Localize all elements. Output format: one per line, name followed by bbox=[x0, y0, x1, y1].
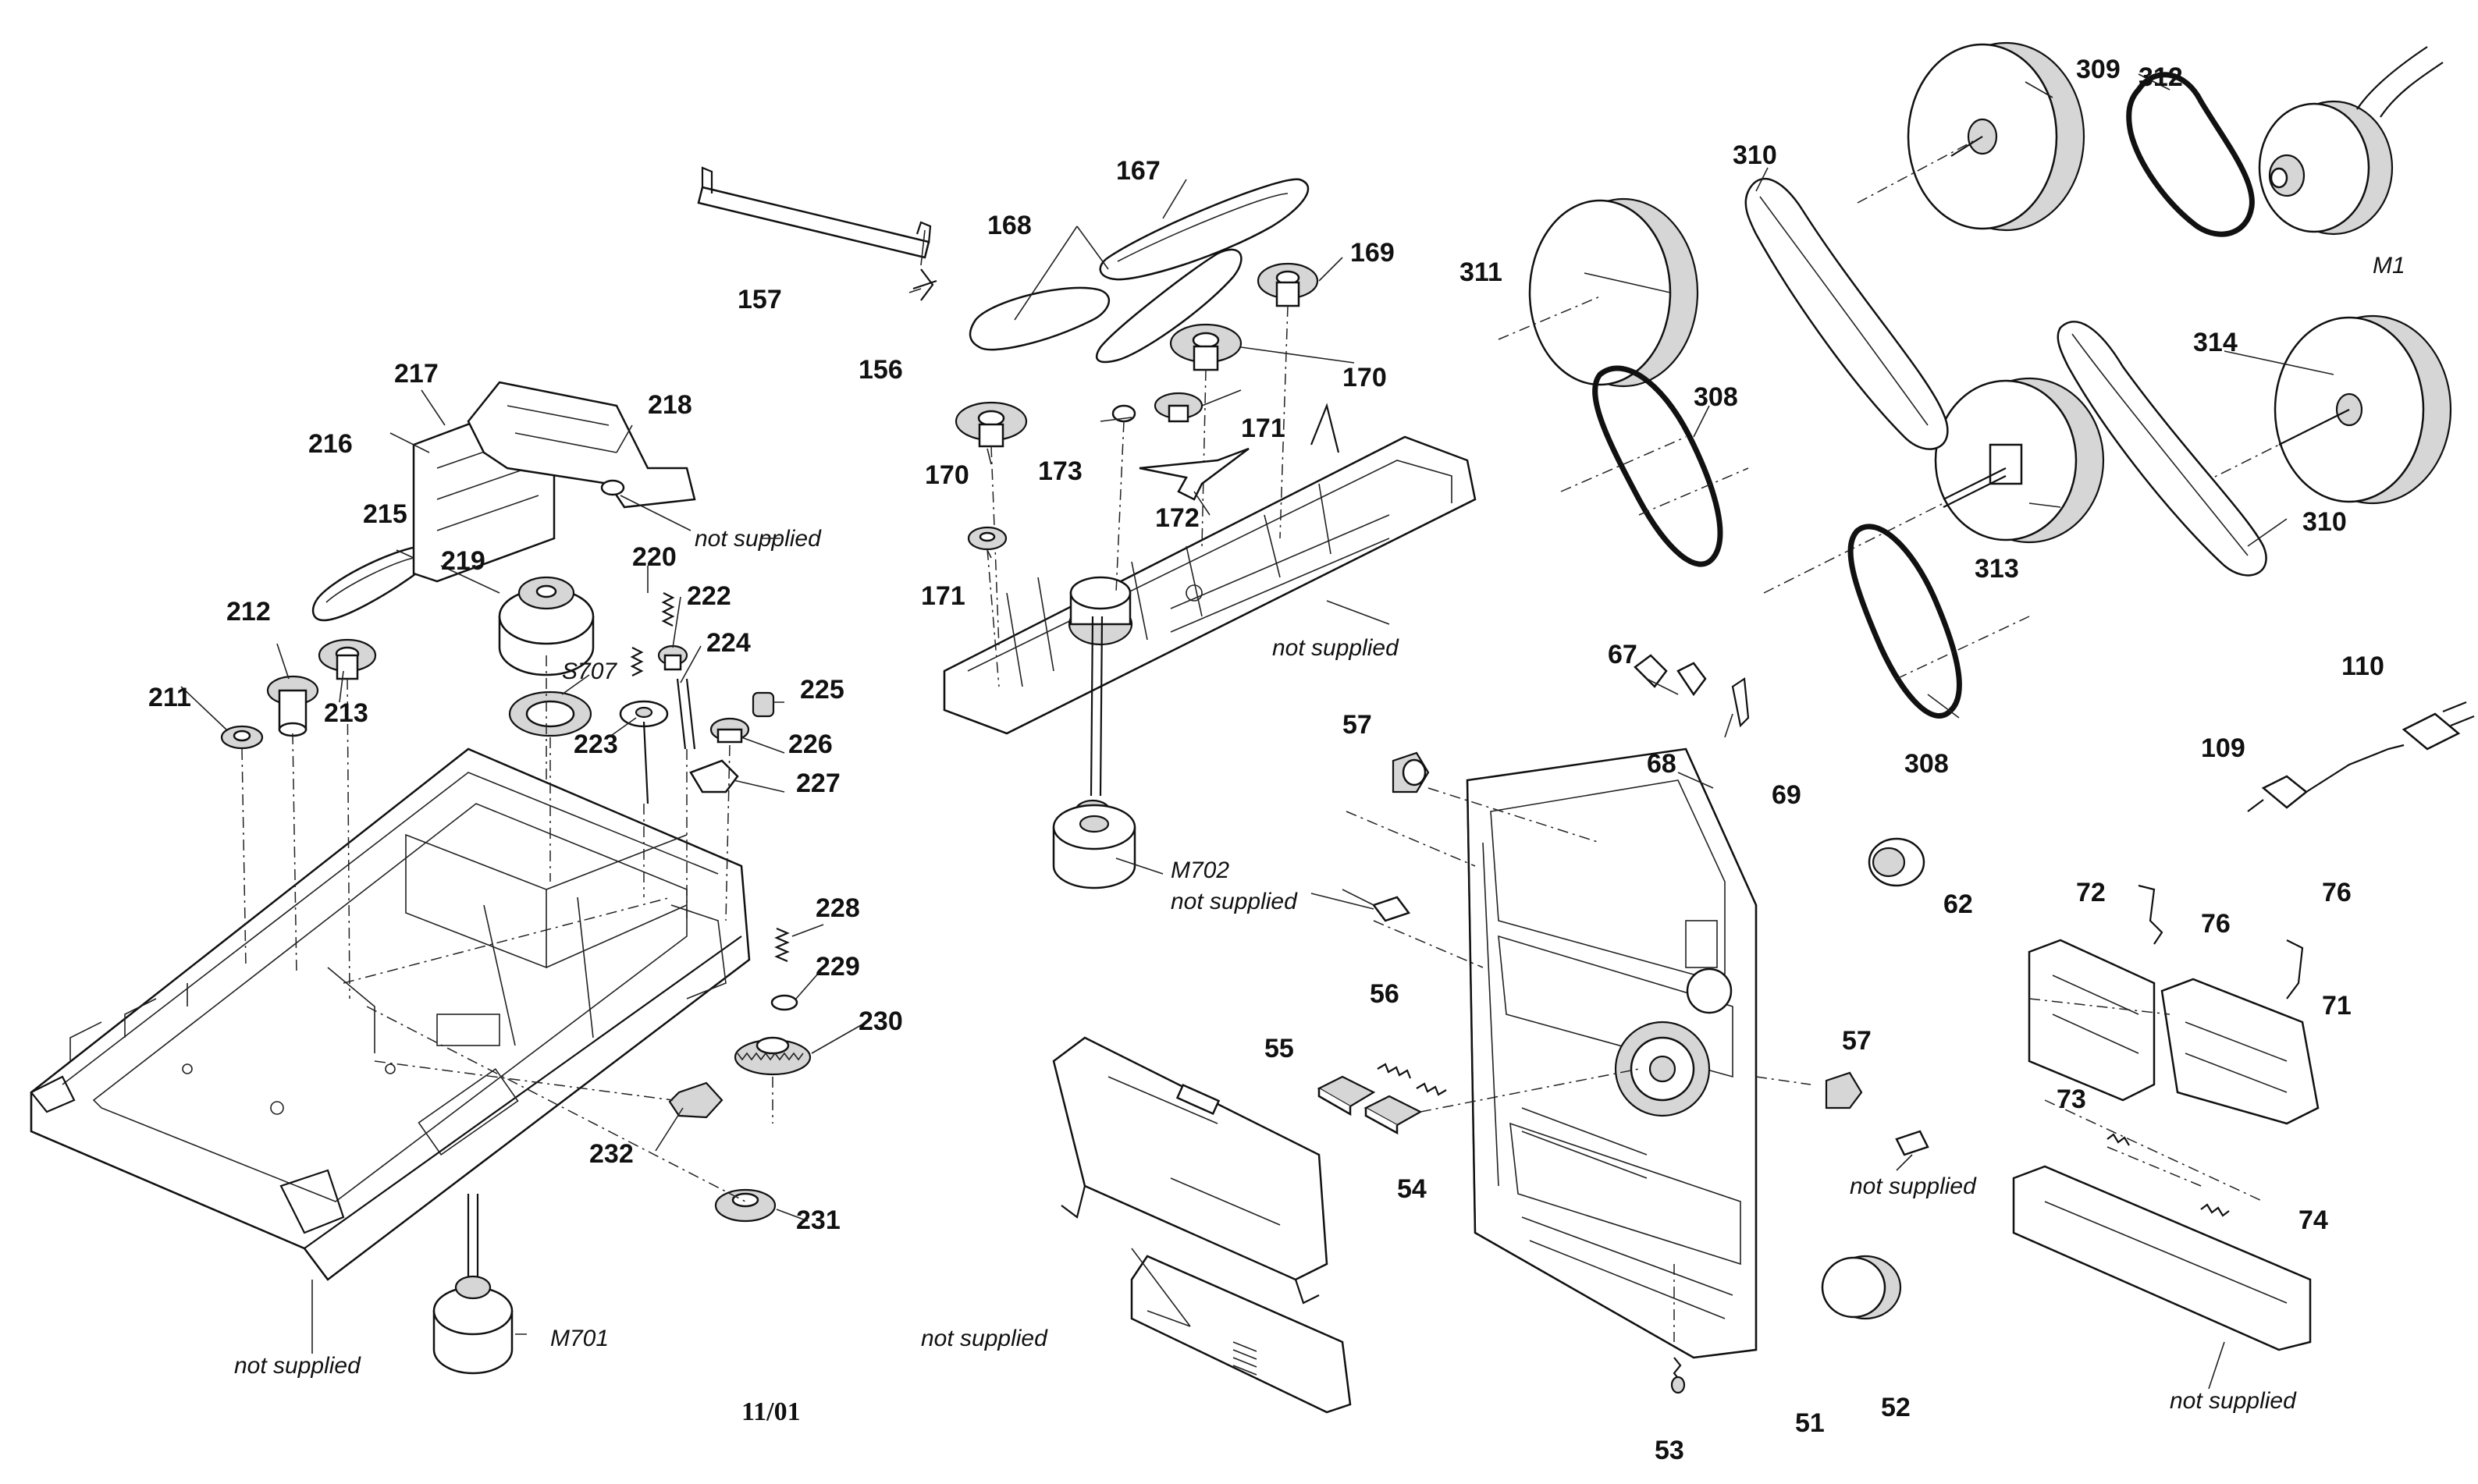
front-panel bbox=[1466, 747, 1758, 1359]
label-170-left: 170 bbox=[925, 460, 969, 490]
label-167: 167 bbox=[1116, 156, 1161, 186]
label-232: 232 bbox=[589, 1139, 634, 1169]
label-220: 220 bbox=[632, 542, 677, 572]
footer-code: 11/01 bbox=[741, 1397, 801, 1426]
note-not-supplied-rear-bracket: not supplied bbox=[2170, 1388, 2297, 1414]
label-309: 309 bbox=[2076, 55, 2121, 84]
label-54: 54 bbox=[1397, 1174, 1427, 1204]
right-brackets bbox=[2012, 701, 2475, 1351]
note-not-supplied-panel-clip: not supplied bbox=[1171, 889, 1298, 914]
flywheel-assembly bbox=[1498, 41, 2452, 719]
label-67: 67 bbox=[1608, 640, 1637, 669]
cassette-door bbox=[1052, 1036, 1352, 1414]
label-57-bottom: 57 bbox=[1842, 1026, 1872, 1056]
motor-m702 bbox=[1052, 616, 1136, 889]
label-310-bottom: 310 bbox=[2302, 507, 2347, 537]
label-314: 314 bbox=[2193, 328, 2238, 357]
guide-rail bbox=[697, 166, 937, 301]
not-supplied-notes: not supplied not supplied not supplied n… bbox=[234, 526, 2297, 1414]
label-231: 231 bbox=[796, 1205, 841, 1235]
label-225: 225 bbox=[800, 675, 844, 705]
label-173: 173 bbox=[1038, 456, 1083, 486]
label-76-right: 76 bbox=[2322, 878, 2352, 907]
label-228: 228 bbox=[816, 893, 860, 923]
chassis-small-parts bbox=[220, 381, 812, 1223]
label-52: 52 bbox=[1881, 1393, 1911, 1422]
label-169: 169 bbox=[1350, 238, 1395, 268]
label-109: 109 bbox=[2201, 733, 2245, 763]
note-not-supplied-door: not supplied bbox=[921, 1326, 1048, 1351]
deck-belts bbox=[955, 178, 1319, 687]
label-223: 223 bbox=[574, 730, 618, 759]
label-172: 172 bbox=[1155, 503, 1200, 533]
label-56: 56 bbox=[1370, 979, 1399, 1009]
label-222: 222 bbox=[687, 581, 731, 611]
note-not-supplied-bracket: not supplied bbox=[695, 526, 822, 552]
note-not-supplied-deck: not supplied bbox=[1272, 635, 1399, 661]
label-53: 53 bbox=[1655, 1436, 1684, 1465]
label-211: 211 bbox=[148, 683, 191, 712]
label-219: 219 bbox=[441, 546, 485, 576]
label-212: 212 bbox=[226, 597, 271, 627]
label-171-left: 171 bbox=[921, 581, 965, 611]
label-227: 227 bbox=[796, 769, 841, 798]
label-230: 230 bbox=[859, 1006, 903, 1036]
label-312: 312 bbox=[2138, 62, 2183, 92]
label-74: 74 bbox=[2298, 1205, 2328, 1235]
part-labels: 211 212 213 215 216 217 218 219 220 222 … bbox=[148, 55, 2405, 1465]
label-313: 313 bbox=[1975, 554, 2019, 584]
label-311: 311 bbox=[1459, 257, 1502, 287]
label-110: 110 bbox=[2341, 651, 2384, 681]
deck-frame bbox=[943, 403, 1477, 735]
label-157: 157 bbox=[738, 285, 782, 314]
label-218: 218 bbox=[648, 390, 692, 420]
label-217: 217 bbox=[394, 359, 439, 389]
label-213: 213 bbox=[324, 698, 368, 728]
label-72: 72 bbox=[2076, 878, 2106, 907]
label-57-top: 57 bbox=[1342, 710, 1372, 740]
label-224: 224 bbox=[706, 628, 751, 658]
motor-m701 bbox=[432, 1194, 514, 1375]
label-310-top: 310 bbox=[1733, 140, 1777, 170]
label-m701: M701 bbox=[550, 1326, 609, 1351]
note-not-supplied-clip-right: not supplied bbox=[1850, 1173, 1977, 1199]
label-308-top: 308 bbox=[1694, 382, 1738, 412]
label-m1: M1 bbox=[2373, 253, 2405, 279]
label-229: 229 bbox=[816, 952, 860, 982]
label-55: 55 bbox=[1264, 1034, 1294, 1063]
leader-lines bbox=[180, 73, 2334, 1335]
note-not-supplied-chassis: not supplied bbox=[234, 1353, 361, 1379]
label-168: 168 bbox=[987, 211, 1032, 240]
label-216: 216 bbox=[308, 429, 353, 459]
label-68: 68 bbox=[1647, 749, 1676, 779]
label-69: 69 bbox=[1772, 780, 1801, 810]
label-71: 71 bbox=[2322, 991, 2352, 1021]
label-308-bottom: 308 bbox=[1904, 749, 1949, 779]
front-panel-small-parts bbox=[1317, 654, 1929, 1394]
label-226: 226 bbox=[788, 730, 833, 759]
label-170-right: 170 bbox=[1342, 363, 1387, 392]
label-76-left: 76 bbox=[2201, 909, 2231, 939]
label-m702: M702 bbox=[1171, 857, 1229, 883]
label-51: 51 bbox=[1795, 1408, 1825, 1438]
label-62: 62 bbox=[1943, 889, 1973, 919]
label-s707: S707 bbox=[562, 659, 617, 684]
cassette-chassis bbox=[30, 747, 751, 1281]
label-171-right: 171 bbox=[1241, 414, 1285, 443]
label-156: 156 bbox=[859, 355, 903, 385]
label-73: 73 bbox=[2057, 1085, 2086, 1114]
label-215: 215 bbox=[363, 499, 407, 529]
